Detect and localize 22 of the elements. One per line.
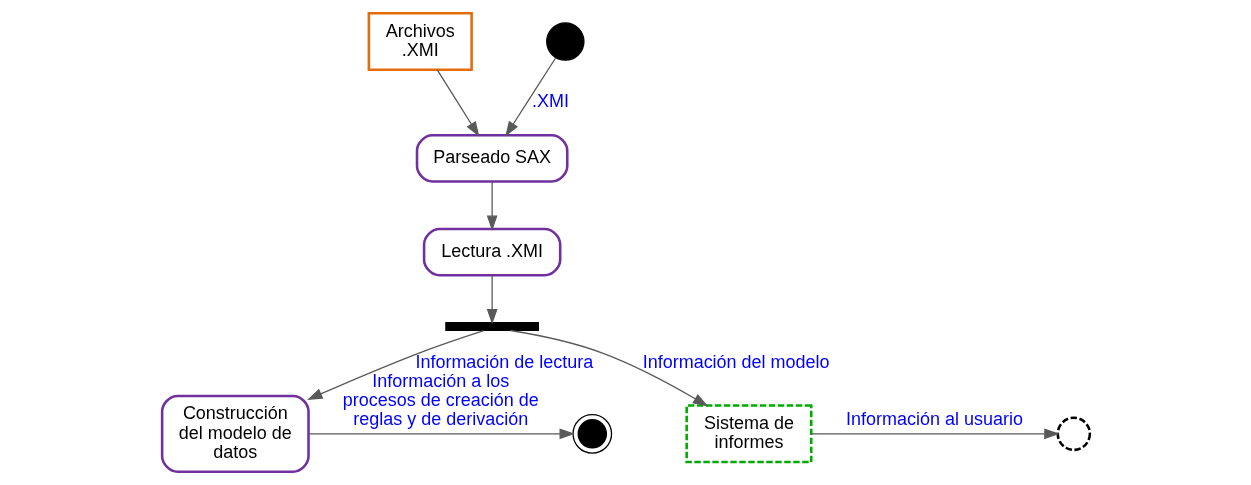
arrow (486, 274, 498, 325)
node-box: Sistema de informes (684, 404, 812, 464)
edge-label: .XMI (531, 91, 569, 112)
edge-label: Información al usuario (845, 409, 1023, 430)
arrow (436, 69, 479, 137)
node-box: Construcción del modelo de datos (160, 394, 310, 473)
node-box: Lectura .XMI (422, 227, 561, 277)
arrow (307, 428, 575, 440)
node-box: Archivos .XMI (367, 12, 473, 72)
node-circle (571, 413, 612, 454)
node-circle (1055, 416, 1091, 452)
node-box: Parseado SAX (415, 134, 569, 183)
node-circle (545, 22, 585, 61)
edge-label: Información del modelo (642, 351, 829, 372)
arrow (504, 57, 556, 137)
edge-label: Información a los procesos de creación de reglas y de derivación (342, 370, 539, 430)
arrow (810, 428, 1060, 440)
arrow (306, 329, 484, 400)
arrow (509, 329, 708, 407)
arrow (486, 181, 498, 231)
node-bar (444, 322, 539, 332)
edge-label: Información de lectura (414, 351, 593, 372)
